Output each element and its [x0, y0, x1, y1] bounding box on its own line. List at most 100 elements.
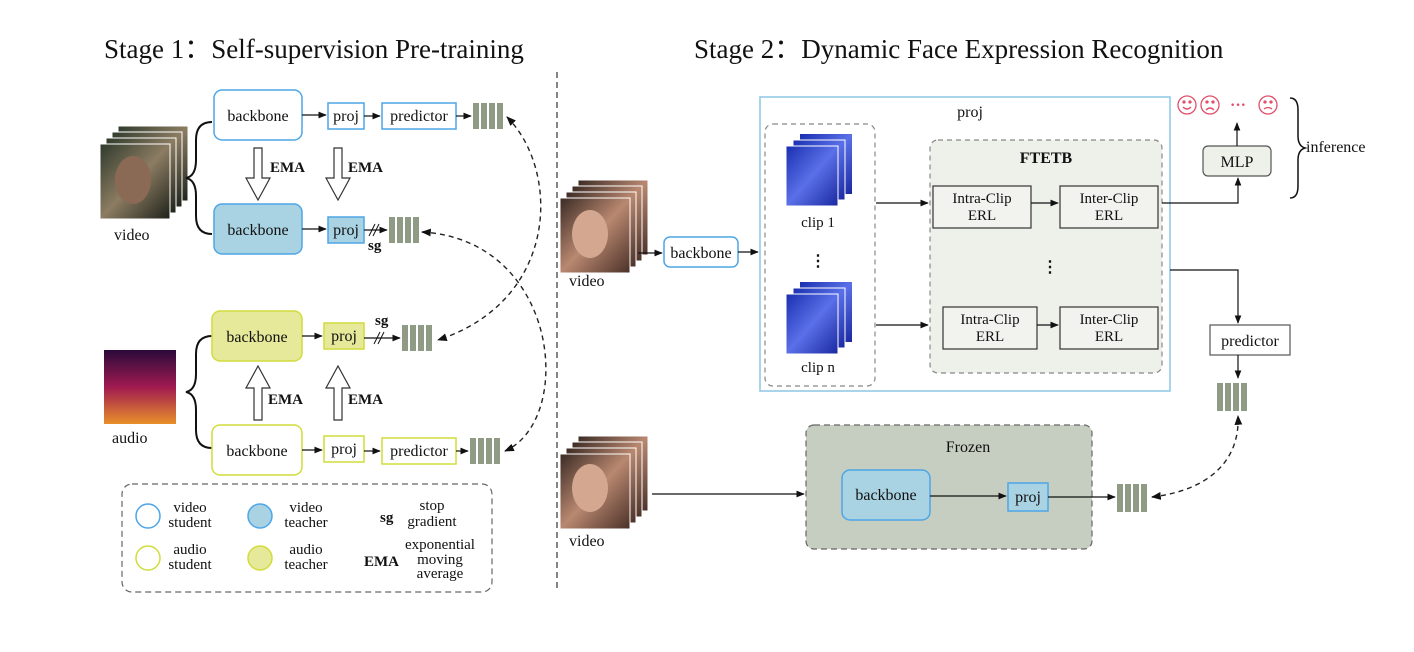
video-brace — [185, 121, 213, 235]
ema-label-1: EMA — [270, 160, 305, 176]
emoji-ellipsis: ··· — [1230, 97, 1246, 114]
frozen-backbone-label: backbone — [855, 487, 916, 504]
inference-label: inference — [1306, 139, 1366, 156]
intra-clip-erl-n-l1: Intra-Clip — [960, 312, 1019, 328]
ema-arrow-video-proj — [324, 147, 352, 202]
legend-video-teacher-1: video — [289, 500, 322, 516]
inter-clip-erl-1-l2: ERL — [1095, 208, 1123, 224]
legend-video-teacher-2: teacher — [284, 515, 327, 531]
ema-label-4: EMA — [348, 392, 383, 408]
embedding-a-teacher — [402, 325, 432, 351]
stage2-proj-box — [759, 96, 1171, 392]
embedding-frozen — [1117, 484, 1147, 512]
stage2-predictor — [1209, 324, 1291, 356]
legend-box — [121, 483, 493, 593]
video-teacher-proj — [327, 216, 365, 244]
legend-sg-desc-2: gradient — [407, 514, 457, 530]
legend-ema-desc-2: moving — [417, 552, 463, 568]
embedding-predictor — [1217, 383, 1247, 411]
clip-1-label: clip 1 — [801, 215, 835, 231]
stage1-video-label: video — [114, 227, 150, 244]
sg-label-audio: sg — [375, 313, 389, 329]
ema-arrow-audio-proj — [324, 364, 352, 421]
video-student-predictor-label: predictor — [390, 108, 448, 125]
inter-clip-erl-1-l1: Inter-Clip — [1080, 191, 1139, 207]
legend-video-teacher-swatch — [247, 503, 273, 529]
intra-clip-erl-1-l1: Intra-Clip — [952, 191, 1011, 207]
stage1-title: Stage 1：Self-supervision Pre-training — [104, 34, 524, 64]
cross-link-vteacher-astudent — [421, 228, 547, 452]
audio-teacher-proj-label: proj — [331, 328, 357, 345]
inference-brace — [1289, 97, 1308, 199]
audio-brace — [185, 335, 213, 449]
inter-clip-erl-1 — [1059, 185, 1159, 229]
legend-audio-student-2: student — [168, 557, 212, 573]
clip-n-image — [785, 282, 852, 355]
inter-clip-erl-n — [1059, 306, 1159, 350]
stage2-backbone-label: backbone — [670, 245, 731, 262]
clip-1-image — [785, 134, 852, 207]
sg-label-video: sg — [368, 238, 382, 254]
stage1-audio-label: audio — [112, 430, 148, 447]
audio-student-proj — [323, 435, 365, 463]
embedding-v-teacher — [389, 217, 419, 243]
audio-teacher-proj — [323, 322, 365, 350]
video-thumbnail-stage1 — [99, 125, 189, 220]
legend-audio-teacher-1: audio — [289, 542, 322, 558]
frozen-proj-label: proj — [1015, 489, 1041, 506]
neutral-face-icon — [1258, 95, 1278, 115]
frozen-proj — [1007, 482, 1049, 512]
audio-teacher-backbone-label: backbone — [226, 329, 287, 346]
legend-sg-desc-1: stop — [419, 498, 444, 514]
legend-audio-student-swatch — [135, 545, 161, 571]
legend-audio-teacher-swatch — [247, 545, 273, 571]
ema-arrow-video-backbone — [244, 147, 272, 202]
inter-clip-erl-n-l1: Inter-Clip — [1080, 312, 1139, 328]
clip-n-label: clip n — [801, 360, 835, 376]
cross-link-vstudent-ateacher — [437, 116, 542, 341]
video-student-backbone-label: backbone — [227, 108, 288, 125]
stage2-title: Stage 2：Dynamic Face Expression Recognit… — [694, 34, 1224, 64]
clips-box — [764, 123, 876, 387]
audio-student-predictor-label: predictor — [390, 443, 448, 460]
legend-audio-teacher-2: teacher — [284, 557, 327, 573]
video-teacher-proj-label: proj — [333, 222, 359, 239]
sad-face-icon — [1200, 95, 1220, 115]
video-thumbnail-stage2-bottom — [559, 435, 649, 530]
audio-student-proj-label: proj — [331, 441, 357, 458]
ema-label-3: EMA — [268, 392, 303, 408]
ema-label-2: EMA — [348, 160, 383, 176]
video-thumbnail-stage2-top — [559, 179, 649, 274]
audio-student-backbone-label: backbone — [226, 443, 287, 460]
mlp-label: MLP — [1221, 154, 1254, 171]
intra-clip-erl-1 — [932, 185, 1032, 229]
legend-sg-key: sg — [380, 510, 394, 526]
legend-video-student-2: student — [168, 515, 212, 531]
legend-video-student-1: video — [173, 500, 206, 516]
inter-clip-erl-n-l2: ERL — [1095, 329, 1123, 345]
happy-face-icon — [1177, 95, 1197, 115]
stage2-video-label-bottom: video — [569, 533, 605, 550]
legend-ema-key: EMA — [364, 554, 399, 570]
distill-link — [1151, 415, 1243, 500]
intra-clip-erl-n — [942, 306, 1038, 350]
frozen-backbone — [841, 469, 931, 521]
stage2-video-label-top: video — [569, 273, 605, 290]
ema-arrow-audio-backbone — [244, 364, 272, 421]
embedding-a-student — [470, 438, 500, 464]
ftetb-vdots: ⋮ — [1042, 259, 1058, 276]
intra-clip-erl-n-l2: ERL — [976, 329, 1004, 345]
legend-ema-desc-1: exponential — [405, 537, 475, 553]
video-student-proj-label: proj — [333, 108, 359, 125]
video-teacher-backbone-label: backbone — [227, 222, 288, 239]
legend-video-student-swatch — [135, 503, 161, 529]
intra-clip-erl-1-l2: ERL — [968, 208, 996, 224]
clips-vdots: ⋮ — [810, 253, 826, 270]
embedding-v-student — [473, 103, 503, 129]
frozen-title: Frozen — [946, 439, 990, 456]
emotion-faces — [1177, 95, 1278, 115]
stage2-predictor-label: predictor — [1221, 333, 1279, 350]
ftetb-title: FTETB — [1020, 150, 1073, 167]
legend-audio-student-1: audio — [173, 542, 206, 558]
